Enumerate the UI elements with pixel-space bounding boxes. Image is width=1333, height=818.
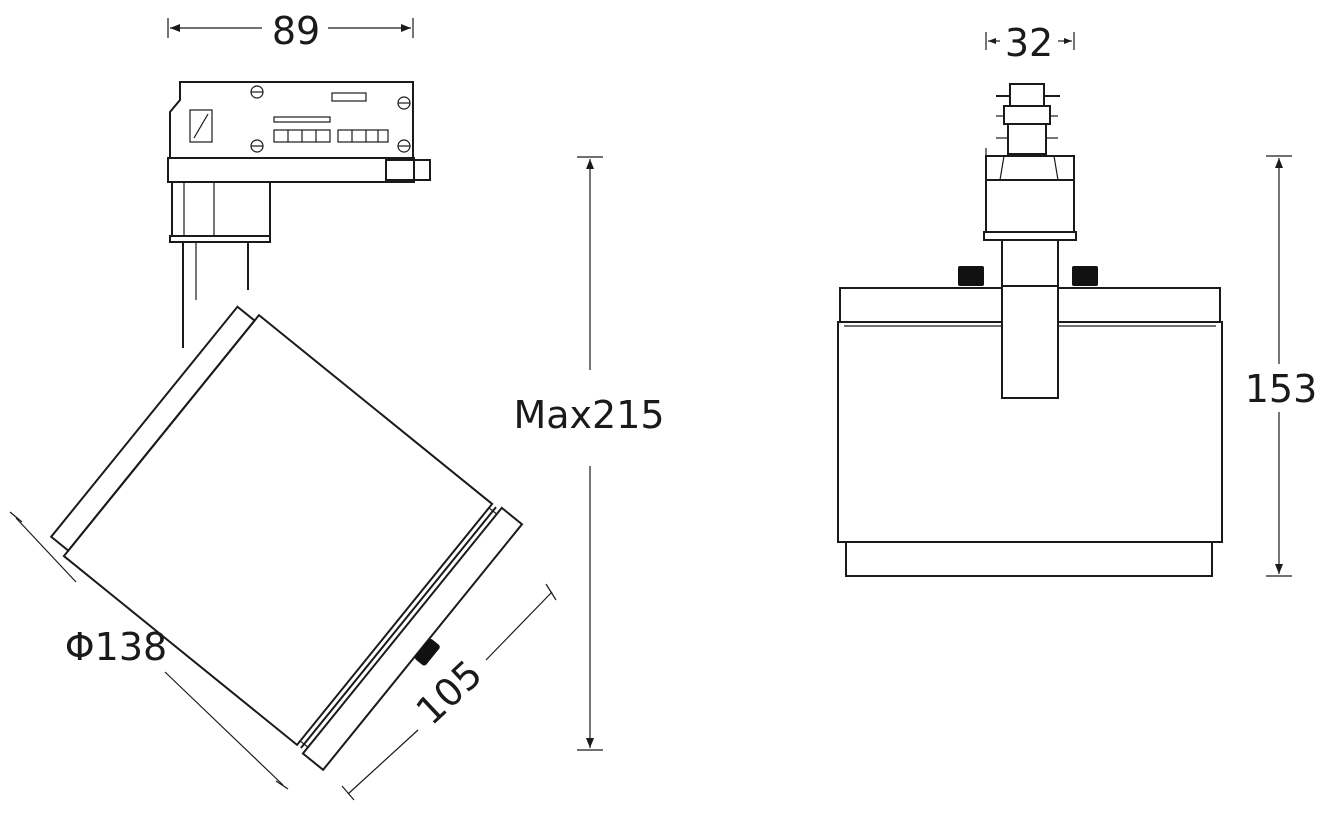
- front-view: 32 153: [837, 21, 1318, 577]
- dimension-phi138: Φ138: [9, 511, 289, 790]
- dimension-32-label: 32: [1005, 21, 1053, 65]
- dimension-153: 153: [1245, 155, 1318, 577]
- front-knob-right: [1072, 266, 1098, 286]
- dimension-max215-label: Max215: [513, 393, 664, 437]
- dimension-89: 89: [167, 9, 414, 53]
- front-knob-left: [958, 266, 984, 286]
- dimension-105-label: 105: [408, 652, 491, 734]
- neck: [169, 181, 271, 348]
- dimension-89-label: 89: [272, 9, 320, 53]
- dimension-153-label: 153: [1245, 367, 1318, 411]
- dimension-105: 105: [341, 583, 557, 801]
- side-view: 89 Max215 Φ138 105: [9, 9, 665, 801]
- track-adapter: [167, 81, 431, 183]
- dimension-max215: Max215: [513, 156, 665, 751]
- dimension-phi138-label: Φ138: [65, 625, 167, 669]
- dimension-32: 32: [985, 21, 1075, 65]
- lamp-body-side: [49, 305, 524, 772]
- front-body: [837, 285, 1223, 577]
- front-adapter: [983, 83, 1077, 241]
